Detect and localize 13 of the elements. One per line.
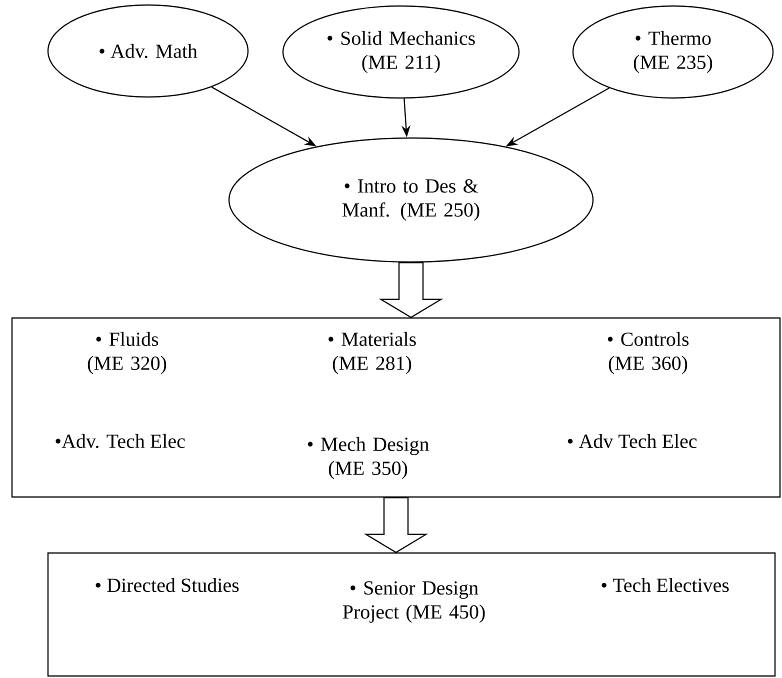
course-label: • Controls (ME 360)	[608, 332, 689, 374]
course-label: • Directed Studies	[96, 578, 239, 592]
block-arrow	[364, 497, 428, 554]
course-label: • Fluids (ME 320)	[88, 332, 166, 374]
course-label: • Tech Electives	[602, 578, 729, 592]
course-label: • Adv Tech Elec	[568, 434, 697, 448]
course-box	[47, 552, 776, 677]
course-label: • Senior Design Project (ME 450)	[342, 581, 485, 623]
course-box	[11, 317, 781, 498]
block-arrow	[378, 262, 444, 318]
course-label: • Materials (ME 281)	[328, 332, 416, 374]
course-label: •Adv. Tech Elec	[56, 434, 185, 448]
course-label: • Mech Design (ME 350)	[308, 436, 429, 480]
